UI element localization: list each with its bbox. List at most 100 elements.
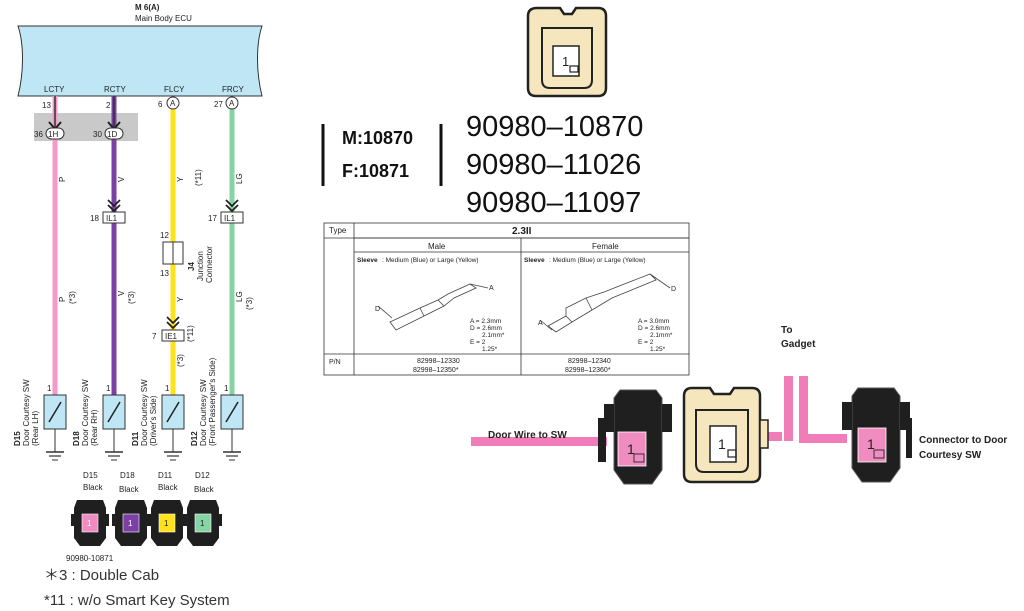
tan-connector-middle-pin: 1: [718, 436, 726, 452]
footnote-11: *11 : w/o Smart Key System: [44, 592, 230, 609]
switch-code-d15: D15: [13, 431, 22, 446]
conn-code-d12: D12: [195, 471, 210, 480]
wire-code-y: Y: [176, 176, 185, 182]
wire-code-v-lower: V: [117, 290, 126, 296]
pin-num-2: 2: [106, 101, 111, 110]
female-dim-a: A = 3.0mm: [638, 318, 669, 325]
black-connector-left-icon: [598, 389, 672, 485]
switch-pin-d11: 1: [165, 384, 170, 393]
wire-note-11-mid: (*11): [186, 325, 195, 342]
door-wire-label: Door Wire to SW: [488, 430, 567, 441]
female-dim-d: D = 2.6mm: [638, 325, 670, 332]
switch-name-d18: Door Courtesy SW: [81, 379, 90, 446]
male-pn-2: 82998–12350*: [413, 367, 459, 374]
connector-d15-icon: [71, 500, 109, 546]
switch-side-d15: (Rear LH): [31, 411, 40, 446]
gadget-wire-left: [764, 432, 782, 441]
male-dim-d2: 2.1mm*: [482, 332, 505, 339]
wire-note-3-lg: (*3): [245, 297, 254, 310]
conn-pin-d18: 1: [128, 519, 133, 528]
junction-pin-13: 13: [160, 269, 169, 278]
spec-table: [323, 222, 690, 376]
junction-code: J4: [187, 262, 196, 271]
gadget-wire-vertical-1: [784, 376, 793, 441]
sleeve-label-male: Sleeve: [357, 257, 378, 264]
switch-side-d18: (Rear RH): [90, 409, 99, 446]
switch-d15: [43, 394, 67, 461]
wire-note-3-p: (*3): [68, 291, 77, 304]
wire-code-lg-lower: LG: [235, 291, 244, 302]
dim-a-female: A: [538, 320, 543, 327]
wire-code-p-lower: P: [58, 297, 67, 302]
wire-code-y-lower: Y: [176, 296, 185, 302]
mf-male: M:10870: [342, 128, 413, 148]
switch-pin-d12: 1: [224, 384, 229, 393]
inline-connector-icon: [225, 199, 239, 213]
switch-name-d12: Door Courtesy SW: [199, 379, 208, 446]
connector-d12-icon: [184, 500, 222, 546]
wire-code-p: P: [58, 177, 67, 182]
pin-num-13: 13: [42, 101, 51, 110]
mf-female: F:10871: [342, 161, 409, 181]
to-gadget-line1: To: [781, 325, 792, 336]
female-dim-e: E = 2: [638, 339, 654, 346]
conn-a-frcy: A: [229, 99, 235, 108]
inline-ie1: IE1: [165, 332, 178, 341]
switch-d11: [161, 394, 185, 461]
pin-num-27: 27: [214, 100, 223, 109]
male-pn-1: 82998–12330: [417, 358, 460, 365]
wire-code-lg: LG: [235, 173, 244, 184]
pin-num-36: 36: [34, 130, 43, 139]
switch-side-d12: (Front Passenger's Side): [208, 357, 217, 446]
female-pn-1: 82998–12340: [568, 358, 611, 365]
connector-d11-icon: [148, 500, 186, 546]
door-wire: [471, 437, 607, 446]
female-dim-e2: 1.25*: [650, 346, 666, 353]
pin-num-17: 17: [208, 214, 217, 223]
connector-d18-icon: [112, 500, 150, 546]
inline-connector-icon: [166, 316, 180, 330]
spec-type-value: 2.3II: [512, 226, 532, 237]
switch-code-d18: D18: [72, 431, 81, 446]
switch-pin-d15: 1: [47, 384, 52, 393]
female-pn-2: 82998–12360*: [565, 367, 611, 374]
pin-num-6: 6: [158, 100, 163, 109]
conn-pin-d15: 1: [87, 519, 92, 528]
male-dim-e2: 1.25*: [482, 346, 498, 353]
switch-pin-d18: 1: [106, 384, 111, 393]
conn-color-d11: Black: [158, 483, 179, 492]
spec-pn-label: P/N: [329, 359, 341, 366]
conn-color-d12: Black: [194, 485, 215, 494]
switch-side-d11: (Driver's Side): [149, 395, 158, 446]
male-dim-a: A = 2.3mm: [470, 318, 501, 325]
pin-num-7: 7: [152, 332, 157, 341]
female-connector-icon: [526, 6, 608, 98]
pin-label-rcty: RCTY: [104, 85, 126, 94]
connector-label-line2: Courtesy SW: [919, 450, 982, 461]
wire-note-11-top: (*11): [194, 169, 203, 186]
inline-connector-icon: [107, 199, 121, 213]
junction-box-right: [172, 241, 184, 265]
conn-pin-d11: 1: [164, 519, 169, 528]
to-gadget-line2: Gadget: [781, 339, 816, 350]
junction-pin-12: 12: [160, 231, 169, 240]
dim-a-male: A: [489, 285, 494, 292]
switch-code-d11: D11: [131, 431, 140, 446]
conn-1d: 1D: [107, 130, 117, 139]
ecu-name: Main Body ECU: [135, 14, 192, 23]
part-number-3: 90980–11097: [466, 187, 641, 219]
conn-code-d18: D18: [120, 471, 135, 480]
conn-pin-d12: 1: [200, 519, 205, 528]
switch-name-d15: Door Courtesy SW: [22, 379, 31, 446]
conn-code-d11: D11: [158, 471, 173, 480]
female-dim-d2: 2.1mm*: [650, 332, 673, 339]
spec-type-label: Type: [329, 226, 347, 235]
gadget-wire-right: [799, 434, 847, 443]
black-connector-right-icon: [842, 387, 912, 483]
black-connector-left-pin: 1: [627, 441, 635, 457]
part-number-1: 90980–10870: [466, 111, 643, 143]
junction-name-1: Junction: [196, 251, 205, 281]
big-connector-pin: 1: [562, 54, 569, 69]
conn-1h: 1H: [48, 130, 58, 139]
